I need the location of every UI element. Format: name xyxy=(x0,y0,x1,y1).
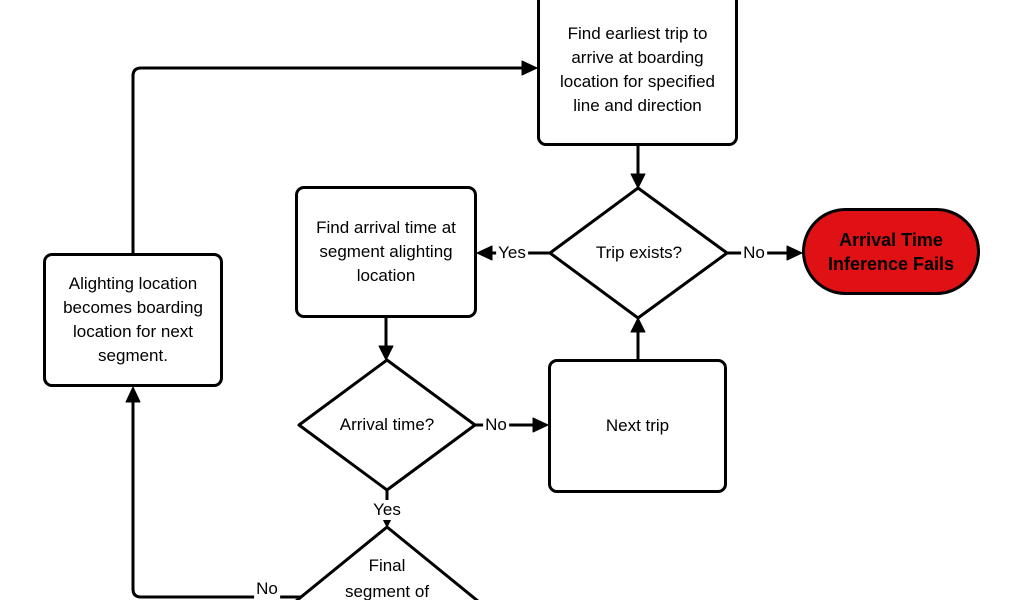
node-next-trip: Next trip xyxy=(548,359,727,493)
edge-next-trip-to-trip-exists xyxy=(630,317,646,359)
edge-label-final-segment-no: No xyxy=(254,579,280,599)
edge-label-trip-exists-yes: Yes xyxy=(496,243,528,263)
edge-label-arrival-time-yes: Yes xyxy=(371,500,403,520)
arrival-time-diamond-shape xyxy=(297,358,477,492)
edge-alighting-to-find-earliest xyxy=(131,60,538,253)
edge-find-earliest-to-trip-exists xyxy=(630,146,646,189)
trip-exists-diamond-shape xyxy=(548,186,729,320)
final-segment-diamond-shape xyxy=(294,525,480,600)
edge-label-trip-exists-no: No xyxy=(741,243,767,263)
node-trip-exists-label: Trip exists? xyxy=(595,243,683,262)
node-arrival-time-label: Arrival time? xyxy=(339,415,435,434)
edge-final-segment-no xyxy=(125,386,308,599)
edge-label-arrival-time-no: No xyxy=(483,415,509,435)
edge-find-arrival-to-arrival-time xyxy=(378,318,394,361)
